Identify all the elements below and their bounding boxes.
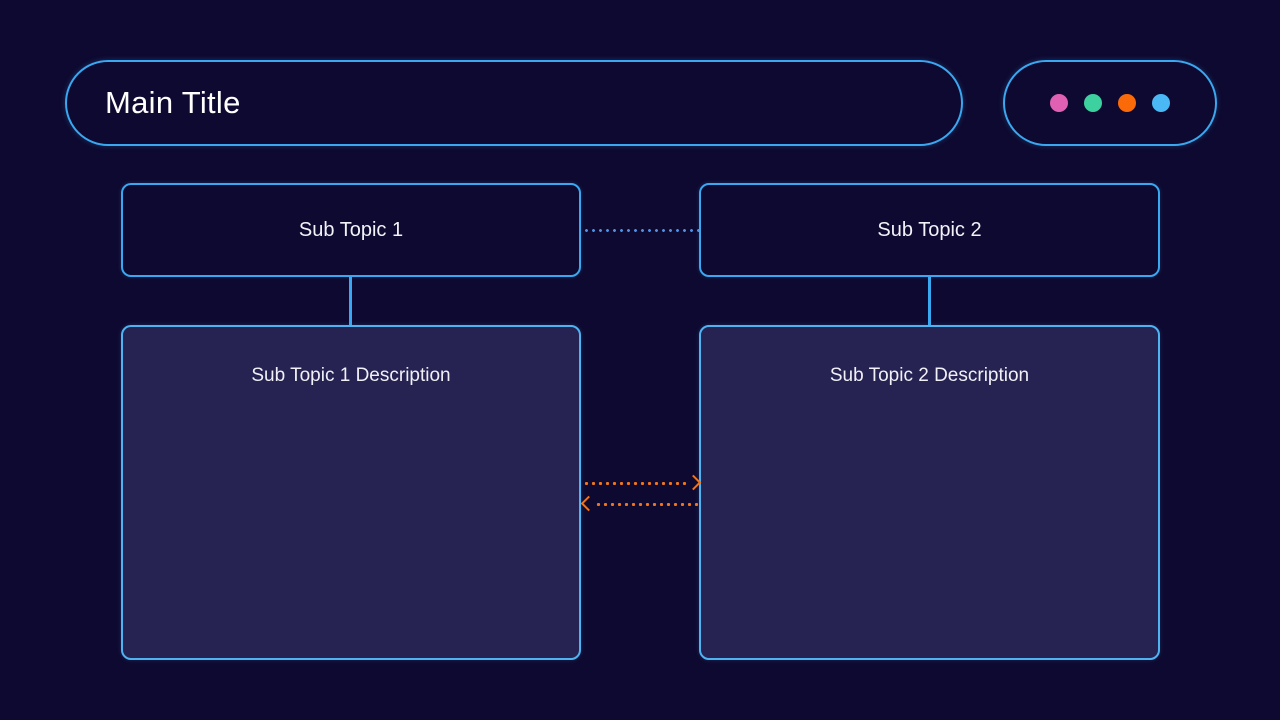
arrow-left-line [595, 503, 699, 506]
dot-blue-icon [1152, 94, 1170, 112]
connector-desc2-to-desc1-arrow [580, 495, 699, 512]
dot-pink-icon [1050, 94, 1068, 112]
node-sub-topic-2-description-label: Sub Topic 2 Description [829, 365, 1030, 386]
arrow-right-line [583, 482, 687, 485]
main-title-card[interactable]: Main Title [65, 60, 963, 146]
connector-topic1-topic2 [583, 229, 699, 232]
node-sub-topic-2[interactable]: Sub Topic 2 [699, 183, 1160, 277]
node-sub-topic-2-label: Sub Topic 2 [877, 218, 982, 241]
connector-topic1-desc1 [349, 275, 352, 327]
node-sub-topic-1-description[interactable]: Sub Topic 1 Description [121, 325, 581, 660]
connector-desc1-to-desc2-arrow [583, 474, 702, 491]
connector-topic2-desc2 [928, 275, 931, 327]
dot-orange-icon [1118, 94, 1136, 112]
arrow-left-head-icon [580, 495, 597, 512]
page-title: Main Title [105, 85, 241, 120]
arrow-right-head-icon [685, 474, 702, 491]
node-sub-topic-2-description[interactable]: Sub Topic 2 Description [699, 325, 1160, 660]
node-sub-topic-1-label: Sub Topic 1 [298, 218, 404, 241]
dot-green-icon [1084, 94, 1102, 112]
node-sub-topic-1-description-label: Sub Topic 1 Description [251, 365, 451, 386]
decoration-dots-card[interactable] [1003, 60, 1217, 146]
node-sub-topic-1[interactable]: Sub Topic 1 [121, 183, 581, 277]
